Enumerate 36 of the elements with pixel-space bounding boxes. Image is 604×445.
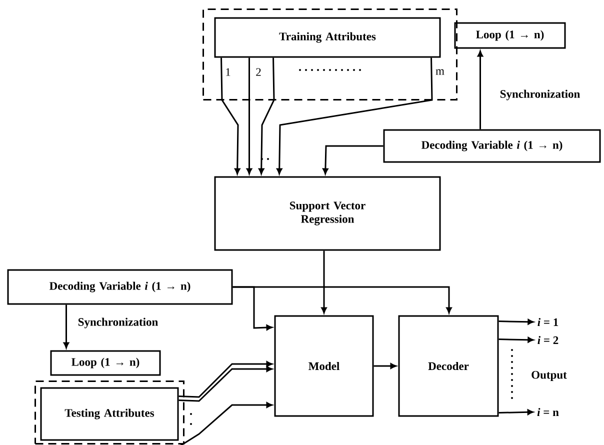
arrow (220, 58, 240, 174)
loop-box: Loop (1 → n) (50, 350, 161, 376)
arrow (276, 58, 433, 174)
process-box: Support Vector Regression (214, 176, 441, 251)
dashed-group-frame (34, 380, 184, 444)
arrow (178, 366, 272, 402)
line-number: 1 (226, 68, 230, 76)
output-label: i = 2 (538, 336, 558, 344)
arrow (232, 286, 452, 314)
arrow (477, 50, 484, 130)
arrow (322, 145, 384, 174)
arrow (498, 337, 534, 343)
input-box: Training Attributes (214, 17, 441, 58)
variable-box: Decoding Variable i (1 → n) (7, 269, 233, 305)
edge-label: Synchronization (78, 318, 158, 328)
edge-label: Synchronization (500, 90, 580, 100)
output-label: Output (532, 370, 567, 382)
arrow (321, 250, 327, 314)
arrow (63, 304, 70, 348)
variable-box: Decoding Variable i (1 → n) (383, 129, 601, 163)
process-box: Decoder (398, 315, 499, 417)
input-box: Testing Attributes (40, 387, 179, 441)
output-label: i = 1 (538, 318, 558, 326)
arrow (498, 319, 534, 325)
arrow (178, 402, 272, 445)
arrow (246, 58, 252, 174)
arrow (374, 363, 396, 369)
arrow (258, 58, 275, 174)
arrow (498, 409, 534, 415)
arrow (178, 361, 272, 398)
dashed-group-frame (202, 8, 458, 100)
process-box: Model (274, 315, 374, 417)
line-number: 2 (256, 68, 261, 76)
loop-box: Loop (1 → n) (454, 22, 566, 49)
output-label: i = n (537, 408, 559, 416)
line-number: m (436, 69, 444, 75)
